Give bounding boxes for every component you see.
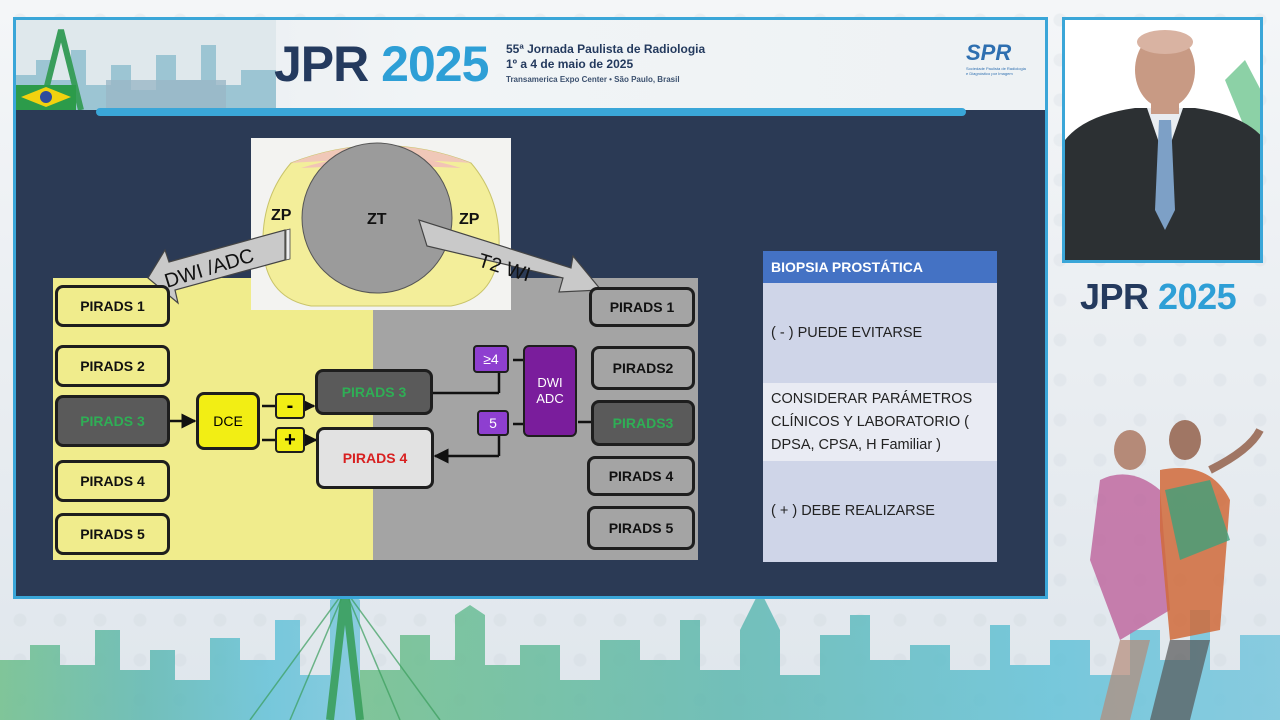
side-jpr-logo-year: 2025 [1158, 276, 1237, 317]
diagram-connectors: DWI /ADC T2 WI [147, 219, 603, 464]
right-pirads-1: PIRADS 1 [589, 287, 695, 327]
jpr-logo-text: JPR [274, 36, 369, 92]
dce-positive-sign: + [275, 427, 305, 453]
biopsy-table: BIOPSIA PROSTÁTICA ( - ) PUEDE EVITARSE … [763, 251, 997, 562]
right-pirads-2: PIRADS2 [591, 346, 695, 390]
prostate-illustration: ZP ZT ZP [262, 142, 500, 307]
biopsy-row-consider: CONSIDERAR PARÁMETROS CLÍNICOS Y LABORAT… [763, 383, 997, 461]
biopsy-table-title: BIOPSIA PROSTÁTICA [763, 251, 997, 283]
left-pirads-3: PIRADS 3 [55, 395, 170, 447]
banner-skyline-graphic [16, 20, 276, 110]
zone-label-pz-right: ZP [459, 211, 480, 228]
adc-label: ADC [536, 391, 564, 406]
right-pirads-4: PIRADS 4 [587, 456, 695, 496]
spr-society-logo: SPR Sociedade Paulista de Radiologia e D… [966, 40, 1026, 90]
right-pirads-3: PIRADS3 [591, 400, 695, 446]
tango-dancers-graphic [1090, 420, 1264, 720]
city-skyline [0, 590, 1280, 720]
t2wi-arrow: T2 WI [418, 219, 603, 293]
zone-label-tz: ZT [367, 211, 387, 228]
left-pirads-1: PIRADS 1 [55, 285, 170, 327]
zone-label-pz-left: ZP [271, 207, 292, 224]
prostate-zone-figure: ZP ZT ZP [251, 138, 511, 310]
dwi-label: DWI [537, 375, 563, 390]
dwi-adc-box: DWI ADC [523, 345, 577, 437]
left-pirads-4: PIRADS 4 [55, 460, 170, 502]
side-jpr-logo-text: JPR [1080, 276, 1149, 317]
result-pirads-4: PIRADS 4 [316, 427, 434, 489]
dce-box: DCE [196, 392, 260, 450]
event-dates: 1º a 4 de maio de 2025 [506, 57, 634, 71]
spr-logo-subtitle-2: e Diagnóstico por Imagem [966, 71, 1013, 76]
spr-logo-subtitle-1: Sociedade Paulista de Radiologia [966, 66, 1026, 71]
dce-label: DCE [213, 413, 243, 429]
left-pirads-2: PIRADS 2 [55, 345, 170, 387]
biopsy-row-negative: ( - ) PUEDE EVITARSE [763, 283, 997, 383]
event-name: 55ª Jornada Paulista de Radiologia [506, 42, 706, 56]
right-pirads-5: PIRADS 5 [587, 506, 695, 550]
banner-accent-strip [96, 108, 966, 116]
speaker-illustration [1065, 20, 1260, 260]
dce-negative-sign: - [275, 393, 305, 419]
event-info: 55ª Jornada Paulista de Radiologia 1º a … [506, 42, 705, 87]
score-5-box: 5 [477, 410, 509, 436]
speaker-video [1062, 17, 1263, 263]
left-pirads-5: PIRADS 5 [55, 513, 170, 555]
event-venue: Transamerica Expo Center • São Paulo, Br… [506, 75, 680, 84]
result-pirads-3: PIRADS 3 [315, 369, 433, 415]
pirads-flow-diagram: ZP ZT ZP DWI /ADC T2 WI [53, 138, 703, 568]
event-banner: JPR 2025 55ª Jornada Paulista de Radiolo… [16, 20, 1045, 110]
side-jpr-logo: JPR 2025 [1080, 276, 1237, 318]
jpr-logo-year: 2025 [381, 36, 489, 92]
biopsy-row-positive: ( + ) DEBE REALIZARSE [763, 461, 997, 562]
score-ge4-box: ≥4 [473, 345, 509, 373]
spr-logo-text: SPR [966, 40, 1012, 65]
jpr-logo: JPR 2025 [274, 34, 489, 94]
